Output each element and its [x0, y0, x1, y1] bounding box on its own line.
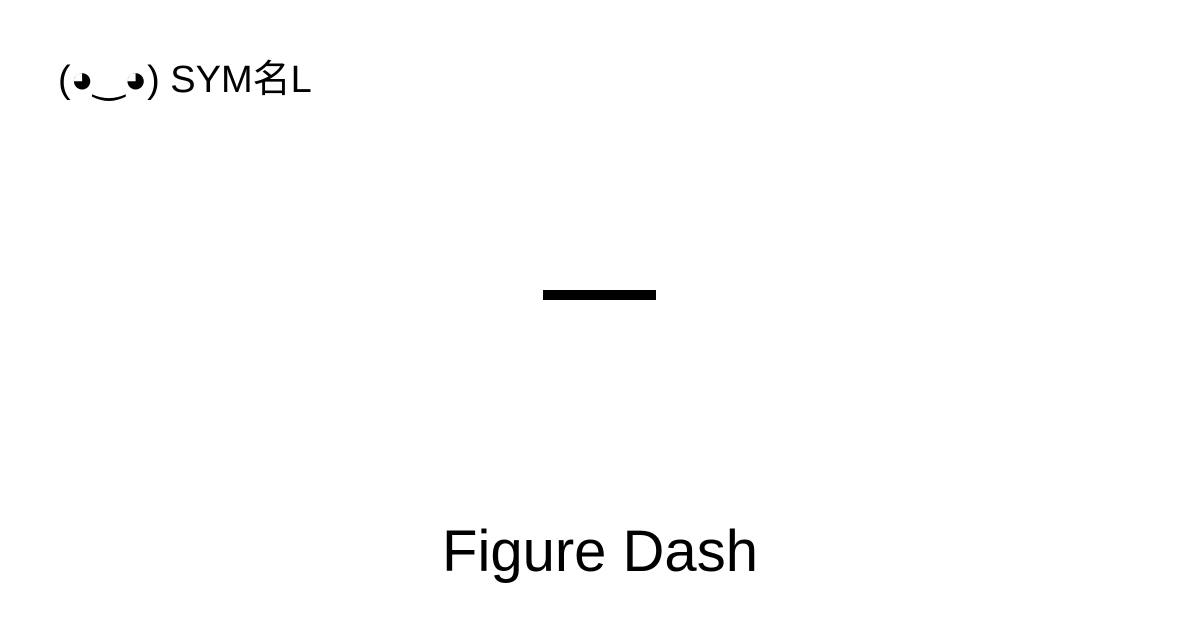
site-logo[interactable]: (◕‿◕) SYM名L — [58, 59, 312, 101]
figure-dash-glyph: ‒ — [543, 290, 656, 300]
symbol-character: ‒ — [543, 290, 544, 291]
symbol-name: Figure Dash — [442, 519, 758, 584]
